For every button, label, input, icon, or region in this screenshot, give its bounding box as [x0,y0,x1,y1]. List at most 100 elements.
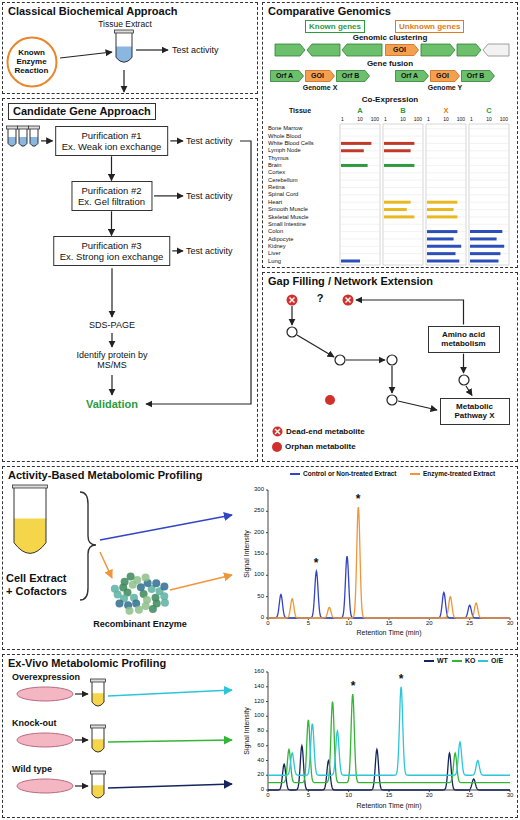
node-text: Orf A [276,72,293,79]
legend-item: Orphan metabolite [272,442,356,452]
arrow-line [75,785,88,786]
tick-label: 80 [257,727,264,734]
metabolite [387,355,397,365]
gene-arrow: GOI [305,70,335,82]
arrow-line [100,515,232,540]
step-label: SDS-PAGE [89,320,135,330]
legend-text: Orphan metabolite [285,442,356,451]
chromatogram [266,672,510,792]
legend-swatch [272,442,282,452]
sample-tube [13,485,48,553]
protein-structure [137,583,145,591]
arrow-line [154,195,183,196]
section-label: Gene fusion [367,59,413,68]
x-mark [346,298,351,303]
tick-label: 15 [386,792,393,799]
axis-title: Retention Time (min) [357,802,422,810]
tick-label: 10 [486,117,492,123]
protein-structure [115,600,123,608]
protein-structure [135,606,143,614]
sample-label: Overexpression [12,672,80,682]
arrow-line [346,359,385,360]
panel-title: Gap Filling / Network Extension [268,275,512,288]
legend-text: WT [437,657,448,665]
panel-title: Comparative Genomics [268,5,512,18]
tissue-name: Adipocyte [268,236,293,243]
arrow-line [111,375,112,395]
tick-label: 1 [341,117,344,123]
tick-label: 15 [386,620,393,627]
gene-arrow: GOI [385,44,419,56]
tissue-name: Cerebellum [268,177,298,184]
tick-label: 40 [257,757,264,764]
pathway-box: Metabolic Pathway X [440,398,510,425]
tissue-name: Colon [268,228,283,235]
legend-item: Enzyme-treated Extract [410,470,495,477]
legend-swatch [452,660,462,662]
tick-label: 0 [266,620,269,627]
node-text: Ex. Weak ion exchange [62,141,162,152]
sample-tube [18,126,29,146]
sample-label: Wild type [12,764,52,774]
legend-item: KO [452,657,476,665]
arrow-line [75,739,88,740]
legend-item: O/E [478,657,503,665]
column-header: B [400,107,405,116]
tick-label: 100 [500,117,508,123]
peak-marker: * [399,673,404,687]
tick-label: 160 [254,668,264,675]
panel-title: Candidate Gene Approach [8,103,156,120]
culture-dish [17,779,73,793]
node-text: Ex. Strong ion exchange [60,251,164,262]
tick-label: 10 [345,792,352,799]
sample-tube [29,126,40,146]
node-text: Orf A [401,72,418,79]
legend-item: Known genes [305,20,365,33]
genome-label: Genome Y [428,84,463,92]
reaction-circle: Known Enzyme Reaction [6,36,58,88]
arrow-line [136,49,168,50]
legend-swatch: Known genes [305,20,365,33]
arrow-line [60,52,112,58]
protein-structure [160,582,168,590]
legend-text: Known genes [309,22,361,31]
peak-marker: * [356,493,361,507]
sample-label: Cell Extract + Cofactors [6,572,74,597]
tick-label: 250 [254,507,264,514]
step-label: Tissue Extract [98,20,152,30]
tissue-name: Small Intestine [268,221,306,228]
sample-label: Recombinant Enzyme [93,619,187,629]
arrow-line [297,335,334,357]
column-header: X [443,107,448,116]
tick-label: 10 [345,620,352,627]
step-label: Test activity [186,191,233,201]
sample-tube [91,725,106,752]
tick-label: 60 [257,742,264,749]
culture-dish [17,733,73,747]
gene-arrow [307,44,340,56]
legend-swatch [410,473,420,475]
node-text: GOI [311,72,324,79]
axis-title: Retention Time (min) [357,629,422,637]
step-label: Test activity [186,246,233,256]
x-mark [290,298,295,303]
arrow-line [108,690,232,696]
node-text: GOI [393,46,406,53]
tick-label: 1 [470,117,473,123]
tick-label: 50 [257,593,264,600]
dead-end-metabolite [287,295,298,306]
arrow-line [123,70,124,92]
node-text: Metabolic Pathway X [444,402,506,421]
legend-item: WT [424,657,448,665]
node-text: Orf B [342,72,360,79]
culture-dish [17,687,73,701]
node-text: Amino acid metabolism [432,330,496,349]
sample-label: Knock-out [12,718,57,728]
tick-label: 20 [426,620,433,627]
tissue-name: Whole Blood [268,133,301,140]
legend-swatch [290,473,300,475]
tick-label: 140 [254,683,264,690]
protein-structure [142,573,150,581]
arrow-line [170,140,183,141]
